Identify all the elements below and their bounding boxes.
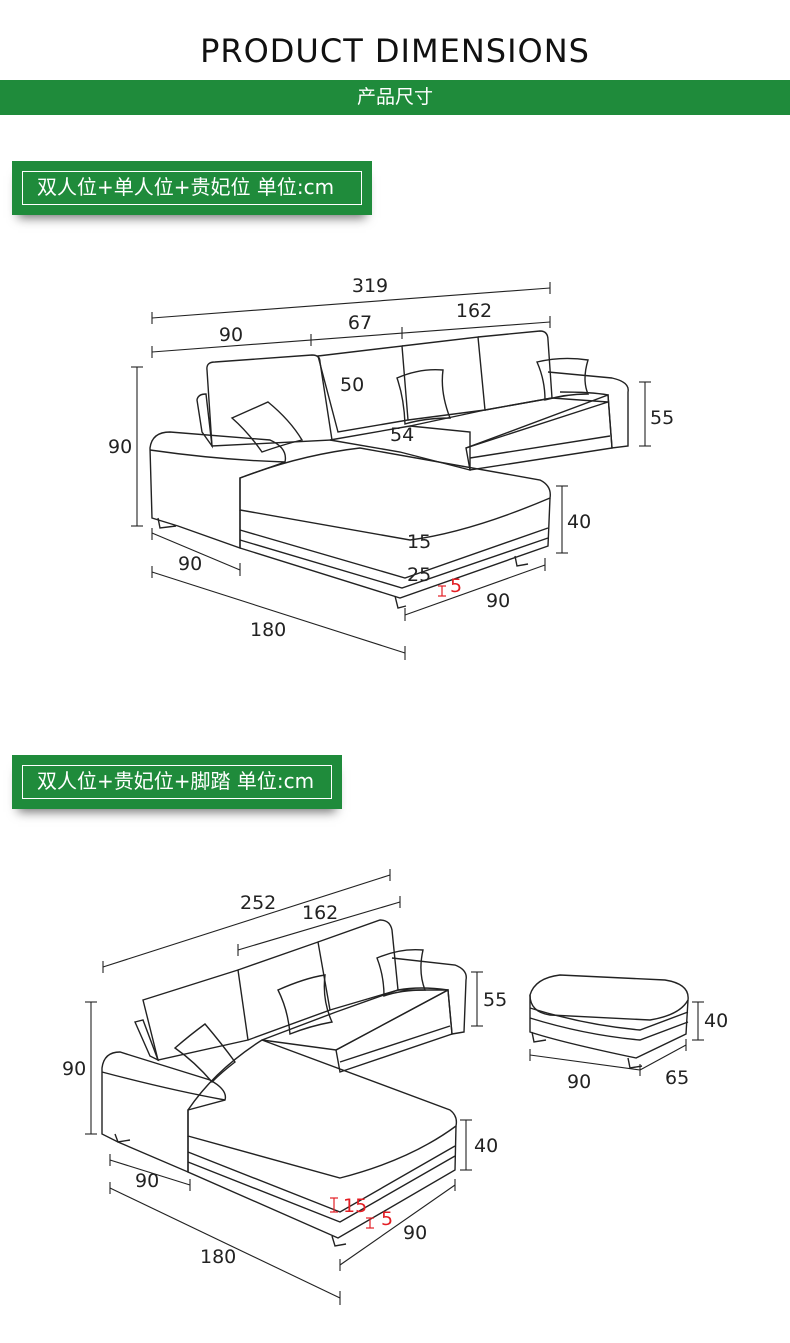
dim-cushion: 15 — [407, 531, 431, 553]
dim-base: 25 — [407, 564, 431, 586]
dim2-leg: 5 — [381, 1208, 393, 1230]
dim2-ottoman-depth: 65 — [665, 1067, 689, 1089]
page-title: PRODUCT DIMENSIONS — [200, 32, 590, 70]
section-label-1-text: 双人位+单人位+贵妃位 单位:cm — [22, 171, 362, 205]
dim2-chaise-width: 90 — [135, 1170, 159, 1192]
dim-leg: 5 — [450, 575, 462, 597]
sofa-drawing-1: 319 90 67 162 50 54 55 90 40 15 25 5 90 … — [108, 275, 674, 660]
dim-chaise-width: 90 — [178, 553, 202, 575]
dim-seat-depth: 54 — [390, 424, 414, 446]
dim2-chaise-front: 90 — [403, 1222, 427, 1244]
section-label-1: 双人位+单人位+贵妃位 单位:cm — [12, 161, 372, 215]
dim2-cushion: 15 — [343, 1195, 367, 1217]
dim2-arm-height: 55 — [483, 989, 507, 1011]
dim-chaise-front: 90 — [486, 590, 510, 612]
dim-right-width: 162 — [456, 300, 492, 322]
subtitle-band: 产品尺寸 — [0, 80, 790, 115]
dim2-chaise-length: 180 — [200, 1246, 236, 1268]
sofa-drawing-2: 252 162 55 90 40 15 5 90 90 180 40 90 65 — [62, 869, 728, 1305]
dim2-chaise-height: 40 — [474, 1135, 498, 1157]
dim2-total-height: 90 — [62, 1058, 86, 1080]
dim-chaise-length: 180 — [250, 619, 286, 641]
dim2-ottoman-width: 90 — [567, 1071, 591, 1093]
dim2-ottoman-height: 40 — [704, 1010, 728, 1032]
section-label-2: 双人位+贵妃位+脚踏 单位:cm — [12, 755, 342, 809]
dim-chaise-height: 40 — [567, 511, 591, 533]
dim-left-width: 90 — [219, 324, 243, 346]
dim-back-height: 50 — [340, 374, 364, 396]
dim-total-height: 90 — [108, 436, 132, 458]
dim-middle-width: 67 — [348, 312, 372, 334]
section-label-2-text: 双人位+贵妃位+脚踏 单位:cm — [22, 765, 332, 799]
dim-total-width: 319 — [352, 275, 388, 297]
dim2-total-width: 252 — [240, 892, 276, 914]
dim2-right-width: 162 — [302, 902, 338, 924]
dim-arm-height: 55 — [650, 407, 674, 429]
